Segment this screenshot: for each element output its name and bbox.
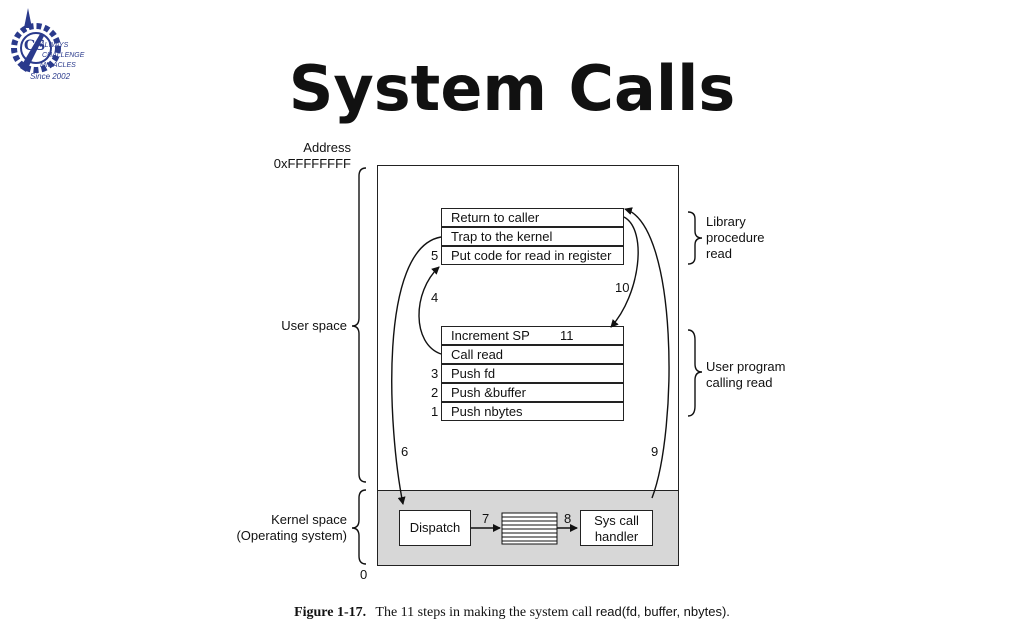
figure-caption-call: read(fd, buffer, nbytes). [595, 604, 730, 619]
address-zero-label: 0 [360, 567, 368, 582]
arrow-step-6 [391, 236, 442, 505]
address-label-1: Address [303, 140, 351, 155]
library-row-return: Return to caller [441, 208, 624, 227]
sys-call-handler-box: Sys call handler [580, 510, 653, 546]
logo-since: Since 2002 [30, 72, 71, 81]
step-3-label: 3 [431, 366, 439, 381]
step-5-label: 5 [431, 248, 439, 263]
dispatch-table [501, 512, 558, 545]
step-4-label: 4 [431, 290, 439, 305]
program-row-push-nbytes: Push nbytes [441, 402, 624, 421]
dispatch-box: Dispatch [399, 510, 471, 546]
library-label-3: read [706, 246, 733, 261]
kernel-space-label-2: (Operating system) [236, 528, 347, 543]
step-2-label: 2 [431, 385, 439, 400]
address-label-2: 0xFFFFFFFF [273, 156, 351, 171]
figure-number: Figure 1-17. [294, 605, 367, 620]
user-program-label-1: User program [706, 359, 786, 374]
program-row-push-fd: Push fd [441, 364, 624, 383]
step-9-label: 9 [651, 444, 659, 459]
page-title: System Calls [288, 52, 736, 125]
library-row-put-code: Put code for read in register [441, 246, 624, 265]
user-program-label-2: calling read [706, 375, 773, 390]
user-space-label: User space [281, 318, 347, 333]
step-8-label: 8 [564, 511, 572, 526]
program-row-increment-sp: Increment SP [441, 326, 624, 345]
step-6-label: 6 [401, 444, 409, 459]
kernel-space-brace [351, 489, 367, 565]
figure-caption: Figure 1-17. The 11 steps in making the … [0, 604, 1024, 621]
handler-label-2: handler [594, 529, 639, 544]
logo-line-2: CHALLENGE [42, 52, 85, 59]
program-row-push-buffer: Push &buffer [441, 383, 624, 402]
arrow-step-9 [624, 207, 670, 499]
arrow-step-4 [418, 266, 442, 355]
logo-line-1: ALWAYS [40, 42, 69, 49]
logo-line-3: MIRACLES [40, 62, 76, 69]
gear-logo-icon [11, 8, 61, 73]
figure-caption-text: The 11 steps in making the system call [375, 605, 593, 620]
kernel-space-label-1: Kernel space [271, 512, 347, 527]
logo-monogram: CS [24, 38, 46, 54]
arrow-step-10 [610, 216, 639, 328]
user-space-brace [351, 167, 367, 483]
program-row-call-read: Call read [441, 345, 624, 364]
dispatch-label: Dispatch [409, 520, 461, 535]
user-program-brace [687, 329, 703, 417]
logo: CS ALWAYS CHALLENGE MIRACLES Since 2002 [6, 4, 88, 86]
handler-label-1: Sys call [594, 513, 639, 528]
step-10-label: 10 [615, 280, 630, 295]
library-label-1: Library [706, 214, 746, 229]
step-1-label: 1 [431, 404, 439, 419]
step-7-label: 7 [482, 511, 490, 526]
library-brace [687, 211, 703, 265]
library-label-2: procedure [706, 230, 765, 245]
step-11-label: 11 [560, 328, 574, 343]
library-row-trap: Trap to the kernel [441, 227, 624, 246]
